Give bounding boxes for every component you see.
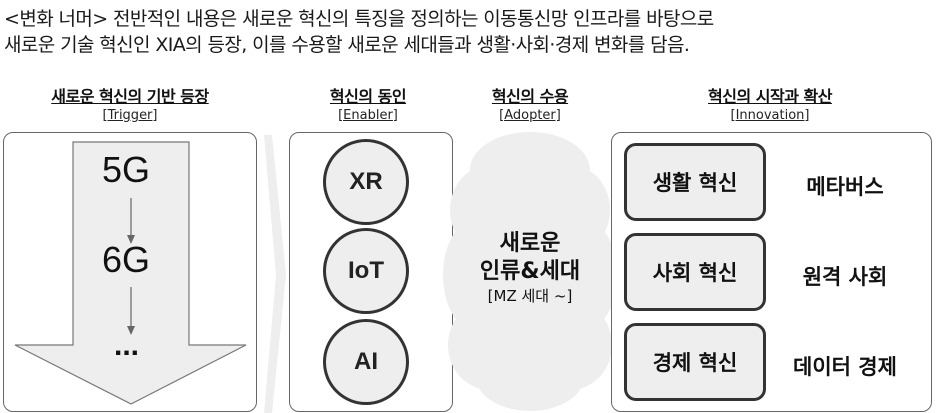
enabler-panel: XR IoT AI [289, 132, 453, 412]
innovation-title: 혁신의 시작과 확산 [708, 87, 832, 106]
innovation-box-society: 사회 혁신 [624, 233, 766, 311]
adopter-subtitle: [Adopter] [499, 108, 561, 123]
trigger-title: 새로운 혁신의 기반 등장 [51, 87, 209, 106]
tech-xr: XR [323, 139, 409, 225]
innovation-subtitle: [Innovation] [730, 108, 810, 123]
tech-ai: AI [323, 319, 409, 405]
header-enabler: 혁신의 동인 [Enabler] [288, 86, 448, 124]
down-arrow-icon [14, 141, 247, 405]
innovation-panel: 생활 혁신 메타버스 사회 혁신 원격 사회 경제 혁신 데이터 경제 [611, 132, 932, 412]
header-innovation: 혁신의 시작과 확산 [Innovation] [610, 86, 930, 124]
cloud-shape-icon [443, 132, 617, 411]
adopter-content: 새로운 인류&세대 [MZ 세대 ~] [455, 230, 605, 306]
header-trigger: 새로운 혁신의 기반 등장 [Trigger] [0, 86, 260, 124]
trigger-subtitle: [Trigger] [102, 108, 158, 123]
adopter-title: 혁신의 수용 [491, 87, 569, 106]
adopter-line-3: [MZ 세대 ~] [487, 287, 573, 305]
enabler-title: 혁신의 동인 [329, 87, 407, 106]
innovation-label-remote: 원격 사회 [802, 265, 888, 289]
gen-6g: 6G [102, 239, 151, 280]
intro-line-2: 새로운 기술 혁신인 XIA의 등장, 이를 수용할 새로운 세대들과 생활·사… [4, 34, 690, 56]
chevron-right-icon [264, 135, 286, 413]
adopter-line-1: 새로운 [499, 231, 561, 256]
trigger-panel: 5G 6G ... [3, 132, 257, 412]
tech-iot: IoT [323, 228, 409, 314]
gen-5g: 5G [102, 149, 151, 190]
intro-text: <변화 너머> 전반적인 내용은 새로운 혁신의 특징을 정의하는 이동통신망 … [4, 6, 714, 58]
enabler-subtitle: [Enabler] [338, 108, 398, 123]
innovation-box-economy: 경제 혁신 [624, 323, 766, 401]
intro-line-1: <변화 너머> 전반적인 내용은 새로운 혁신의 특징을 정의하는 이동통신망 … [4, 8, 714, 30]
innovation-label-metaverse: 메타버스 [806, 175, 884, 199]
header-adopter: 혁신의 수용 [Adopter] [455, 86, 605, 124]
innovation-label-data: 데이터 경제 [793, 355, 897, 379]
adopter-line-2: 인류&세대 [479, 259, 581, 284]
innovation-box-life: 생활 혁신 [624, 143, 766, 221]
gen-ellipsis: ... [114, 329, 140, 362]
